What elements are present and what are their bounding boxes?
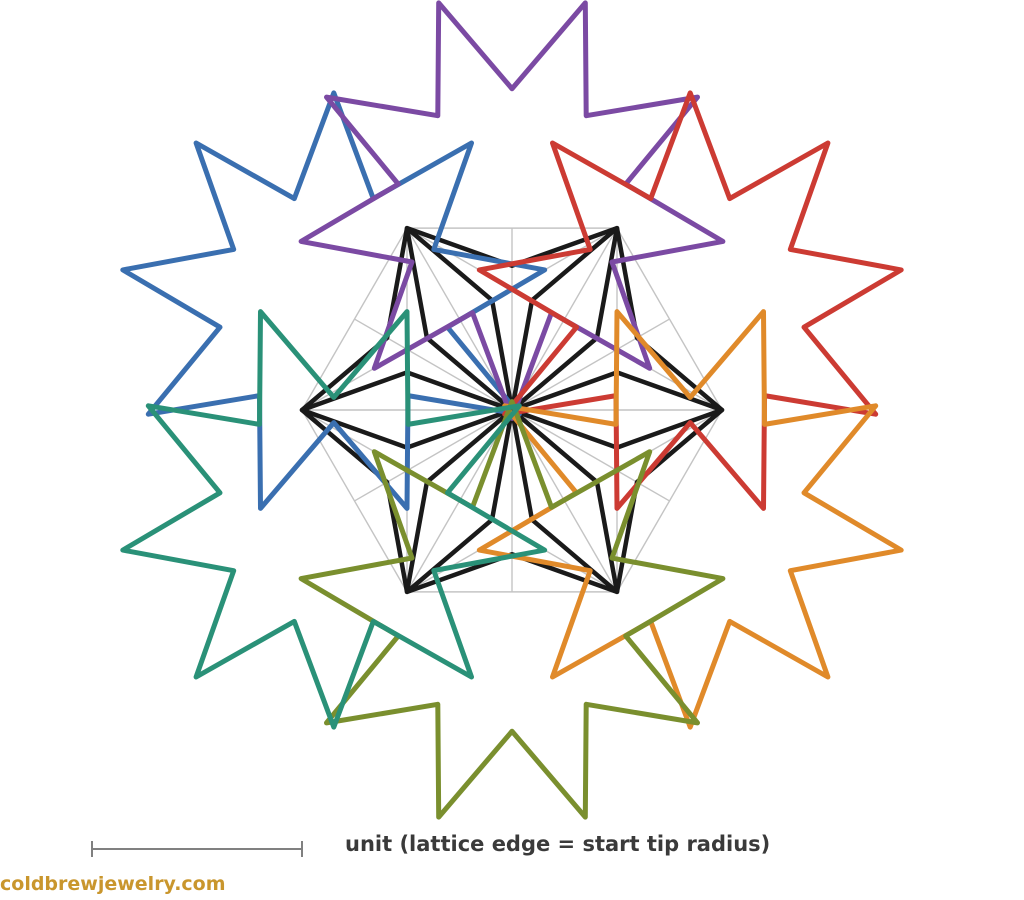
colored-star xyxy=(120,309,548,730)
colored-star xyxy=(476,309,904,730)
colored-star xyxy=(298,399,726,820)
watermark-text: coldbrewjewelry.com xyxy=(0,873,226,895)
colored-star xyxy=(298,0,726,421)
lattice-median xyxy=(354,409,513,502)
colored-star xyxy=(476,90,904,511)
lattice-median xyxy=(511,318,670,411)
outer-colored-stars xyxy=(120,0,904,820)
colored-star xyxy=(120,90,548,511)
lattice-median xyxy=(511,409,670,502)
scale-bar xyxy=(91,841,303,857)
lattice-median xyxy=(354,318,513,411)
scale-bar-label: unit (lattice edge = start tip radius) xyxy=(345,832,771,856)
